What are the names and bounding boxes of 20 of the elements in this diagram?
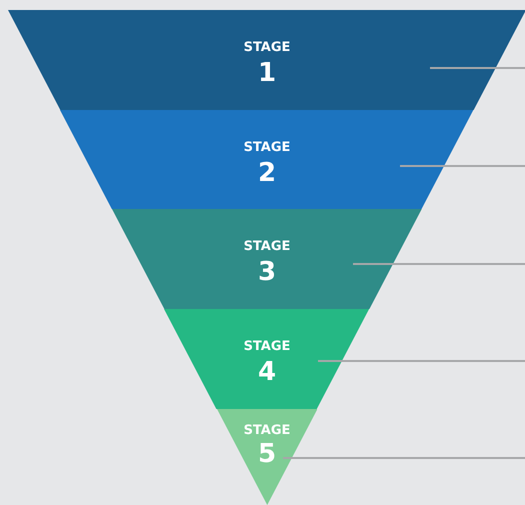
stage-label: STAGE [242,240,292,253]
leader-line [318,360,525,362]
funnel-segment [164,309,370,409]
stage-number: 4 [256,359,278,385]
stage-number: 5 [256,441,278,467]
stage-number: 3 [256,259,278,285]
stage-label: STAGE [242,424,292,437]
funnel-segment [112,209,422,309]
leader-line [430,67,525,69]
stage-label: STAGE [242,41,292,54]
funnel-segment [216,409,318,505]
stage-label: STAGE [242,141,292,154]
leader-line [283,457,525,459]
funnel-segment [8,10,525,110]
stage-label: STAGE [242,340,292,353]
stage-number: 2 [256,160,278,186]
leader-line [353,263,525,265]
funnel-segment [60,110,474,209]
stage-number: 1 [256,60,278,86]
leader-line [400,165,525,167]
